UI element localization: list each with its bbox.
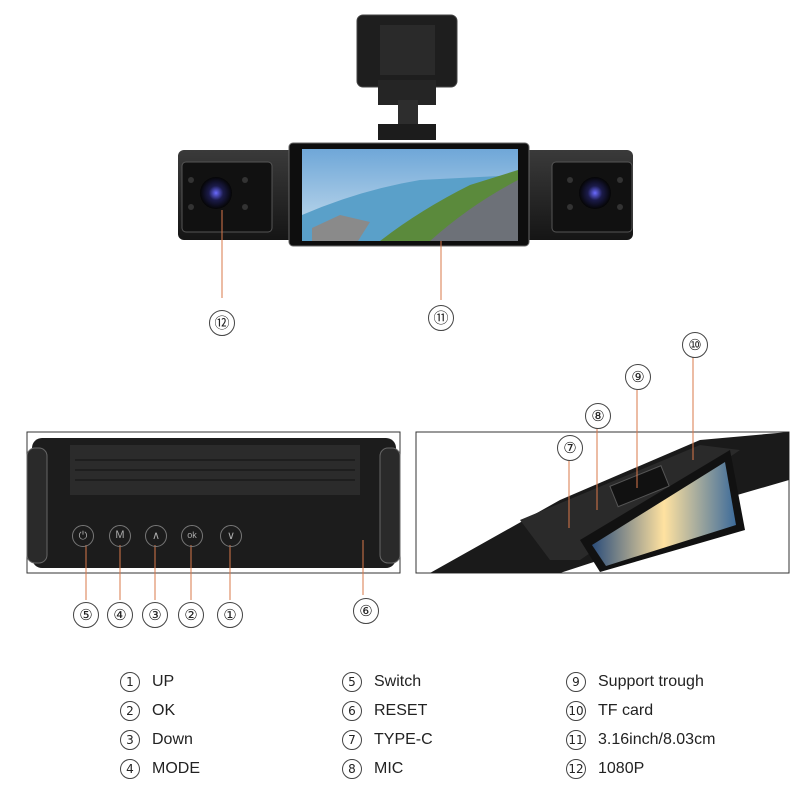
front-camera-unit [178, 142, 633, 247]
legend-item: 2 OK [120, 701, 175, 725]
callout-9: ⑨ [625, 364, 651, 390]
legend-number: 12 [566, 759, 586, 779]
down-button-icon[interactable]: ∨ [220, 525, 242, 547]
legend-label: 3.16inch/8.03cm [598, 731, 716, 748]
callout-7: ⑦ [557, 435, 583, 461]
callout-12: ⑫ [209, 310, 235, 336]
legend-item: 1 UP [120, 672, 174, 696]
legend-number: 4 [120, 759, 140, 779]
callout-6: ⑥ [353, 598, 379, 624]
legend-label: TYPE-C [374, 731, 433, 748]
legend-label: UP [152, 673, 175, 690]
leader-lines [85, 210, 694, 600]
legend-item: 11 3.16inch/8.03cm [566, 730, 715, 754]
callout-8: ⑧ [585, 403, 611, 429]
callout-10: ⑩ [682, 332, 708, 358]
legend-label: MIC [374, 760, 404, 777]
legend-number: 6 [342, 701, 362, 721]
callout-11: ⑪ [428, 305, 454, 331]
legend-number: 10 [566, 701, 586, 721]
legend-label: RESET [374, 702, 428, 719]
callout-1: ① [217, 602, 243, 628]
legend-number: 7 [342, 730, 362, 750]
legend-number: 9 [566, 672, 586, 692]
legend-item: 6 RESET [342, 701, 427, 725]
legend-item: 5 Switch [342, 672, 421, 696]
side-ports-photo [415, 431, 790, 574]
mode-button-icon[interactable]: M [109, 525, 131, 547]
callout-5: ⑤ [73, 602, 99, 628]
legend-number: 3 [120, 730, 140, 750]
callout-3: ③ [142, 602, 168, 628]
legend-label: MODE [152, 760, 200, 777]
legend-number: 8 [342, 759, 362, 779]
legend-number: 2 [120, 701, 140, 721]
legend-item: 7 TYPE-C [342, 730, 433, 754]
legend-label: TF card [598, 702, 654, 719]
legend-label: Switch [374, 673, 422, 690]
legend-number: 1 [120, 672, 140, 692]
callout-2: ② [178, 602, 204, 628]
legend-item: 3 Down [120, 730, 193, 754]
legend-number: 5 [342, 672, 362, 692]
legend-item: 9 Support trough [566, 672, 704, 696]
callout-4: ④ [107, 602, 133, 628]
legend-item: 12 1080P [566, 759, 644, 783]
power-button-icon[interactable]: ⏻ [72, 525, 94, 547]
legend-item: 10 TF card [566, 701, 653, 725]
legend-label: Support trough [598, 673, 704, 690]
button-panel-photo [26, 431, 401, 574]
ok-button-icon[interactable]: ok [181, 525, 203, 547]
legend-label: 1080P [598, 760, 645, 777]
legend-label: Down [152, 731, 193, 748]
legend-label: OK [152, 702, 176, 719]
legend-number: 11 [566, 730, 586, 750]
legend-item: 4 MODE [120, 759, 200, 783]
windshield-mount [356, 14, 458, 140]
legend-item: 8 MIC [342, 759, 403, 783]
up-button-icon[interactable]: ∧ [145, 525, 167, 547]
